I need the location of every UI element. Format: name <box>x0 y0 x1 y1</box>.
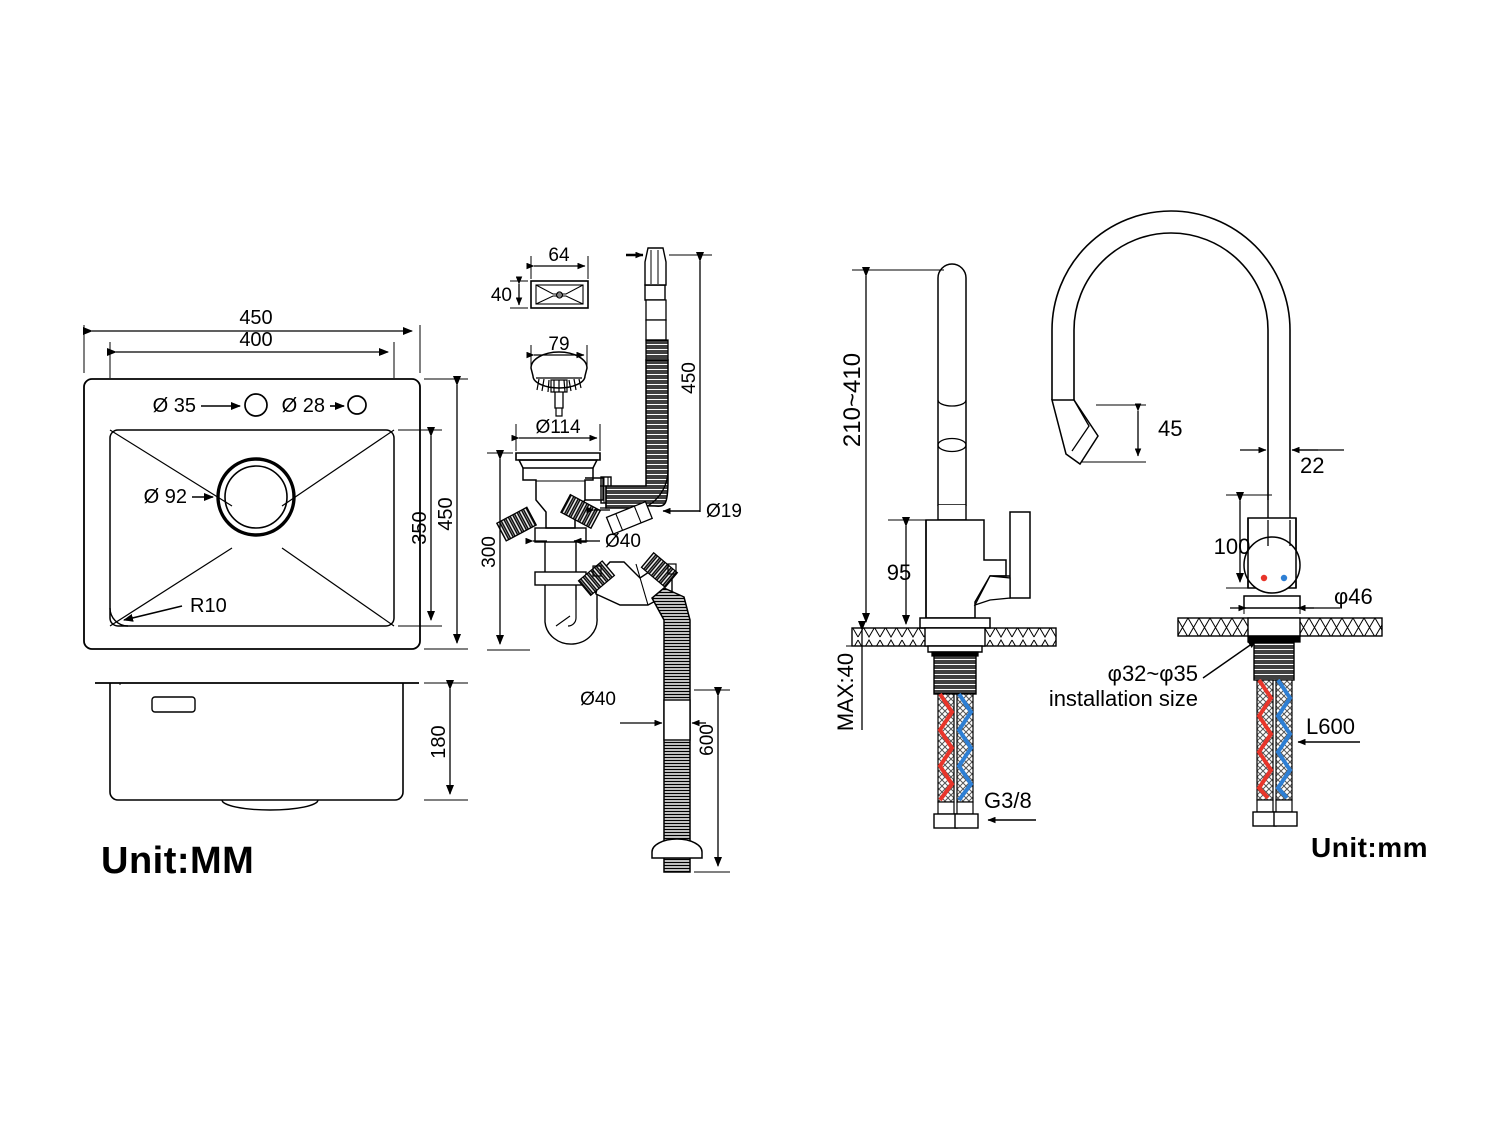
dim-body-height-95: 95 <box>887 560 911 585</box>
dim-sink-bowl-width: 400 <box>239 329 272 351</box>
dim-spout-height-range: 210~410 <box>839 353 866 447</box>
unit-label-left: Unit:MM <box>101 840 255 882</box>
dim-sink-overall-width: 450 <box>239 307 272 329</box>
label-hose-length: L600 <box>1306 714 1355 739</box>
dim-sink-depth-180: 180 <box>428 725 450 758</box>
label-install-hole-note: installation size <box>1049 686 1198 711</box>
faucet-gooseneck-view: 45 22 100 φ46 <box>1049 210 1383 827</box>
sink-top-view: 450 400 450 350 Ø 35 Ø 28 Ø 92 R10 <box>83 307 468 650</box>
dim-sink-overall-depth: 450 <box>435 497 457 530</box>
label-install-hole: φ32~φ35 <box>1108 661 1198 686</box>
label-hole-28: Ø 28 <box>282 395 325 417</box>
dim-strainer-79: 79 <box>548 334 569 355</box>
label-inlet-thread: G3/8 <box>984 788 1032 813</box>
dim-base-diameter-46: φ46 <box>1334 584 1373 609</box>
dim-tailpiece-height-300: 300 <box>479 536 500 568</box>
sink-side-view: 180 <box>95 680 468 811</box>
dim-body-height-100: 100 <box>1214 534 1251 559</box>
dim-flange-114: Ø114 <box>535 417 581 438</box>
label-drain-92: Ø 92 <box>144 486 187 508</box>
dim-overflow-hose-450: 450 <box>679 362 700 394</box>
dim-overflow-height-40: 40 <box>491 285 512 306</box>
dim-overflow-width-64: 64 <box>548 245 570 266</box>
dim-counter-thickness-max: MAX:40 <box>833 653 858 731</box>
dim-waste-hose-40: Ø40 <box>580 689 616 710</box>
dim-sink-bowl-depth: 350 <box>409 511 431 544</box>
faucet-pulldown-view: 210~410 95 MAX:40 G3/8 <box>833 263 1057 829</box>
dim-tube-diameter-22: 22 <box>1300 453 1324 478</box>
unit-label-right: Unit:mm <box>1311 832 1429 863</box>
label-hole-35: Ø 35 <box>153 395 196 417</box>
label-corner-radius: R10 <box>190 595 227 617</box>
dim-spray-head-45: 45 <box>1158 416 1182 441</box>
dim-overflow-connector-19: Ø19 <box>706 501 742 522</box>
dim-waste-hose-600: 600 <box>697 724 718 756</box>
drain-assembly: 64 40 79 Ø114 <box>479 245 742 873</box>
dim-tailpiece-40: Ø40 <box>605 531 641 552</box>
